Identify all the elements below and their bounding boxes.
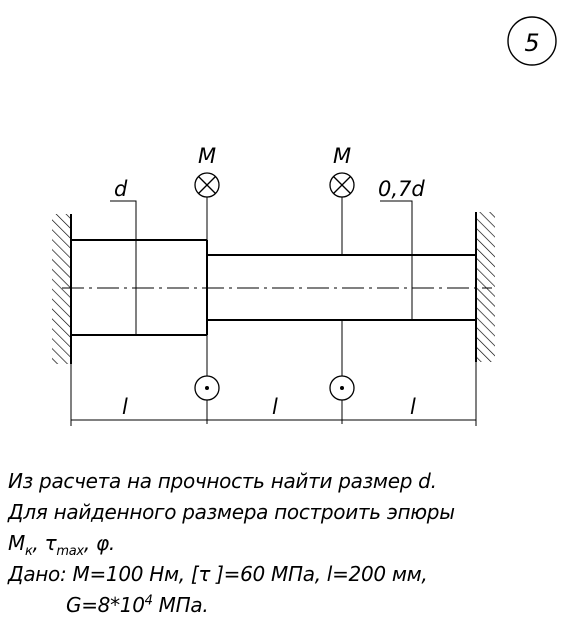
tau-subscript: max bbox=[56, 544, 84, 559]
torque-symbol: M bbox=[8, 531, 25, 555]
task-line-3: Mк, τmax, φ. bbox=[8, 531, 115, 559]
diameter-d-callout: d bbox=[110, 177, 137, 335]
length-dimensions: l l l bbox=[70, 362, 477, 426]
right-wall-support bbox=[475, 212, 495, 362]
moment-left-label: M bbox=[198, 144, 216, 168]
shaft-small-section bbox=[207, 254, 476, 321]
task-line-4: Дано: M=100 Нм, [τ ]=60 МПа, l=200 мм, bbox=[8, 562, 428, 586]
exponent: 4 bbox=[144, 593, 153, 609]
task-line-2: Для найденного размера построить эпюры bbox=[8, 500, 455, 524]
moment-left: M bbox=[194, 144, 220, 424]
diameter-large-label: d bbox=[114, 177, 128, 201]
length-label-2: l bbox=[272, 395, 278, 419]
problem-number-badge: 5 bbox=[507, 16, 557, 66]
problem-number: 5 bbox=[524, 29, 539, 57]
tau-symbol: τ bbox=[44, 531, 57, 555]
moment-right-label: M bbox=[333, 144, 351, 168]
torque-subscript: к bbox=[24, 544, 33, 559]
task-line-1: Из расчета на прочность найти размер d. bbox=[8, 469, 437, 493]
diameter-07d-callout: 0,7d bbox=[378, 177, 425, 320]
length-label-3: l bbox=[410, 395, 416, 419]
moment-right: M bbox=[329, 144, 355, 424]
shaft-large-section bbox=[71, 239, 208, 336]
task-statement: Из расчета на прочность найти размер d. … bbox=[8, 466, 568, 621]
left-wall-support bbox=[52, 214, 72, 364]
task-line-5: G=8*104 МПа. bbox=[66, 593, 209, 617]
length-label-1: l bbox=[122, 395, 128, 419]
diameter-small-label: 0,7d bbox=[378, 177, 425, 201]
